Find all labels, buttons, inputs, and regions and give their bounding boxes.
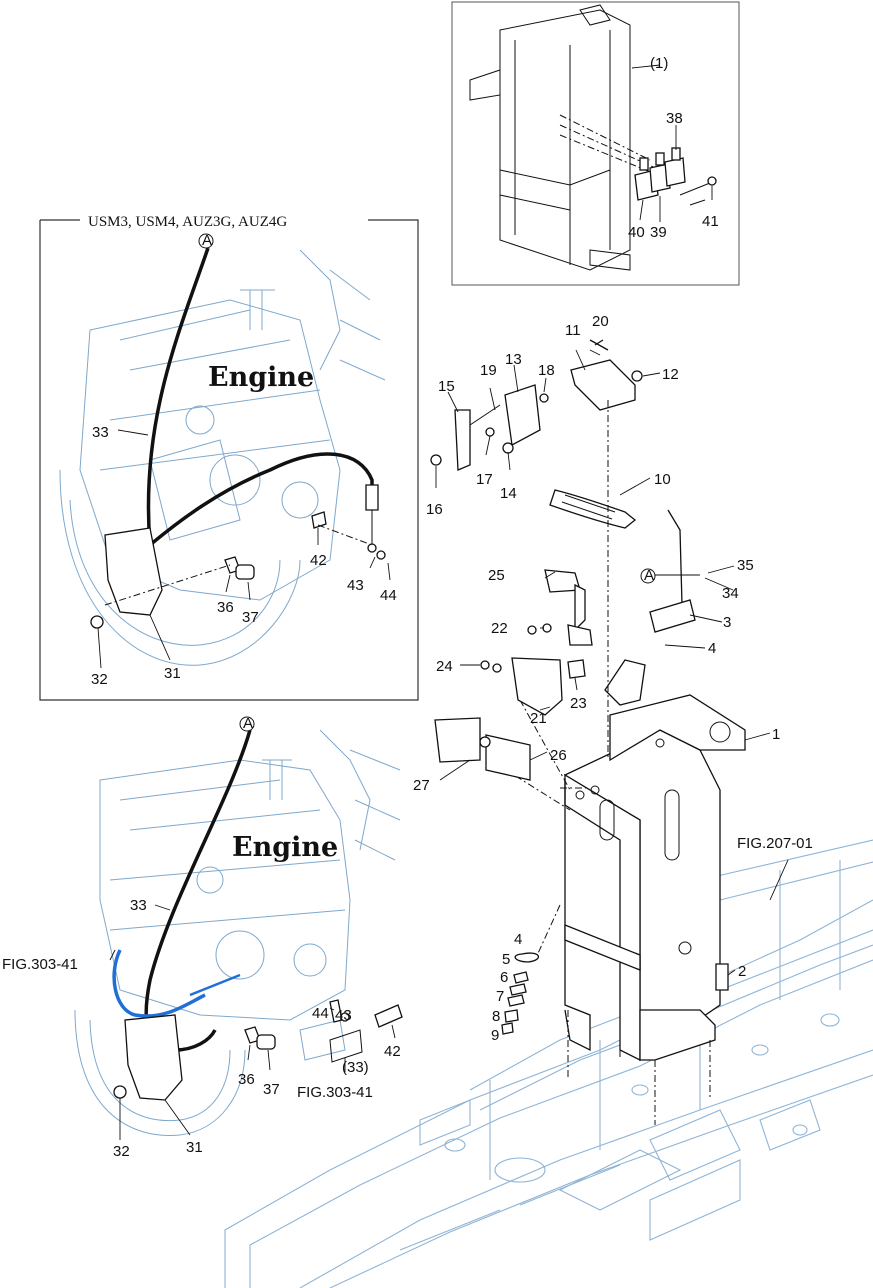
label-12: 12	[662, 366, 679, 383]
label-5: 5	[502, 951, 510, 968]
label-11: 11	[565, 322, 581, 339]
inset-label-42: 42	[310, 552, 327, 569]
cable-marker-a-lower: A	[243, 715, 253, 732]
label-8: 8	[492, 1008, 500, 1025]
lower-label-33-ref: (33)	[342, 1059, 369, 1076]
cable-marker-a-main: A	[644, 567, 654, 584]
inset-label-37: 37	[242, 609, 259, 626]
label-15: 15	[438, 378, 455, 395]
label-4-lower: 4	[514, 931, 522, 948]
main-bracket	[430, 339, 789, 1125]
text-labels: USM3, USM4, AUZ3G, AUZ4G Engine Engine A…	[2, 55, 813, 1160]
cable-marker-a-inset: A	[202, 232, 212, 249]
lower-label-32: 32	[113, 1143, 130, 1160]
lower-label-43: 43	[335, 1007, 352, 1024]
inset-label-33: 33	[92, 424, 109, 441]
inset-label-44: 44	[380, 587, 397, 604]
chassis-frame	[224, 839, 873, 1288]
lower-label-31: 31	[186, 1139, 203, 1156]
inset-label-31: 31	[164, 665, 181, 682]
engine-inset	[39, 219, 419, 701]
lower-label-37: 37	[263, 1081, 280, 1098]
engine-label-lower: Engine	[232, 832, 338, 863]
label-9: 9	[491, 1027, 499, 1044]
label-6: 6	[500, 969, 508, 986]
label-21: 21	[530, 710, 547, 727]
label-19: 19	[480, 362, 497, 379]
label-26: 26	[550, 747, 567, 764]
label-1: 1	[772, 726, 780, 743]
label-4-upper: 4	[708, 640, 716, 657]
inset-label-32: 32	[91, 671, 108, 688]
label-2: 2	[738, 963, 746, 980]
label-13: 13	[505, 351, 522, 368]
label-18: 18	[538, 362, 555, 379]
label-27: 27	[413, 777, 430, 794]
label-14: 14	[500, 485, 517, 502]
label-17: 17	[476, 471, 493, 488]
label-40: 40	[628, 224, 645, 241]
label-24: 24	[436, 658, 453, 675]
label-3: 3	[723, 614, 731, 631]
label-25: 25	[488, 567, 505, 584]
inset-label-43: 43	[347, 577, 364, 594]
label-39: 39	[650, 224, 667, 241]
label-20: 20	[592, 313, 609, 330]
lower-label-33: 33	[130, 897, 147, 914]
inset-label-36: 36	[217, 599, 234, 616]
label-16: 16	[426, 501, 443, 518]
label-23: 23	[570, 695, 587, 712]
lower-label-42: 42	[384, 1043, 401, 1060]
inset-header: USM3, USM4, AUZ3G, AUZ4G	[88, 214, 287, 230]
lower-label-36: 36	[238, 1071, 255, 1088]
label-1-sub: (1)	[650, 55, 668, 72]
lower-label-44: 44	[312, 1005, 329, 1022]
label-10: 10	[654, 471, 671, 488]
label-38: 38	[666, 110, 683, 127]
fig-ref-frame: FIG.207-01	[737, 835, 813, 852]
label-22: 22	[491, 620, 508, 637]
label-41: 41	[702, 213, 719, 230]
label-7: 7	[496, 988, 504, 1005]
engine-label-inset: Engine	[208, 362, 314, 393]
fig-ref-harness-bottom: FIG.303-41	[297, 1084, 373, 1101]
fig-ref-harness-left: FIG.303-41	[2, 956, 78, 973]
engine-lower	[74, 716, 403, 1140]
label-35: 35	[737, 557, 754, 574]
label-34: 34	[722, 585, 739, 602]
relay-inset	[451, 1, 740, 286]
